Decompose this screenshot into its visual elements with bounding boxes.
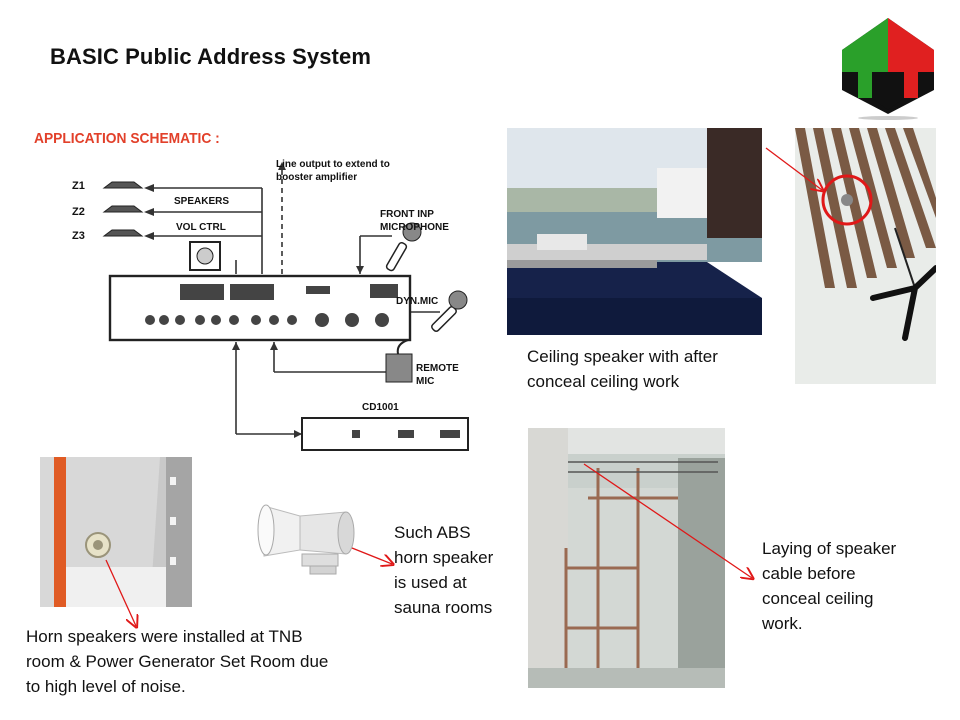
horn-speaker-caption: Horn speakers were installed at TNB room…	[26, 627, 329, 696]
abs-horn-caption: Such ABS horn speaker is used at sauna r…	[394, 523, 494, 617]
abs-arrow	[351, 547, 392, 564]
dynamic-microphone-icon	[431, 290, 468, 332]
zone-2-label: Z2	[72, 206, 85, 218]
zone-3-label: Z3	[72, 230, 85, 242]
schematic-diagram	[102, 162, 469, 451]
logo-green-arrow	[842, 18, 888, 98]
horn-speaker-installed-photo	[40, 457, 192, 607]
dyn-mic-label: DYN.MIC	[396, 296, 439, 307]
ceiling-speaker-photo	[795, 128, 936, 384]
company-logo	[842, 18, 934, 120]
speaker-highlight-circle	[821, 174, 873, 226]
vol-ctrl-label: VOL CTRL	[176, 222, 226, 233]
front-microphone-icon	[385, 222, 422, 272]
pool-photo	[507, 128, 762, 335]
cable-laying-caption: Laying of speaker cable before conceal c…	[762, 539, 897, 633]
abs-horn-speaker-image	[257, 504, 355, 575]
front-inp-label: FRONT INP MICROPHONE	[380, 209, 449, 233]
schematic-heading: APPLICATION SCHEMATIC :	[34, 130, 220, 147]
slide-title: BASIC Public Address System	[50, 44, 371, 69]
application-schematic: APPLICATION SCHEMATIC :	[30, 124, 480, 454]
console-label: CD1001	[362, 402, 399, 413]
cable-laying-photo	[528, 428, 725, 688]
remote-mic-label: REMOTE MIC	[416, 363, 459, 387]
logo-red-arrow	[888, 18, 934, 98]
zone-1-label: Z1	[72, 180, 85, 192]
ceiling-speaker-caption: Ceiling speaker with after conceal ceili…	[527, 347, 718, 391]
speakers-label: SPEAKERS	[174, 196, 230, 207]
line-output-label: Line output to extend to booster amplifi…	[276, 159, 390, 183]
